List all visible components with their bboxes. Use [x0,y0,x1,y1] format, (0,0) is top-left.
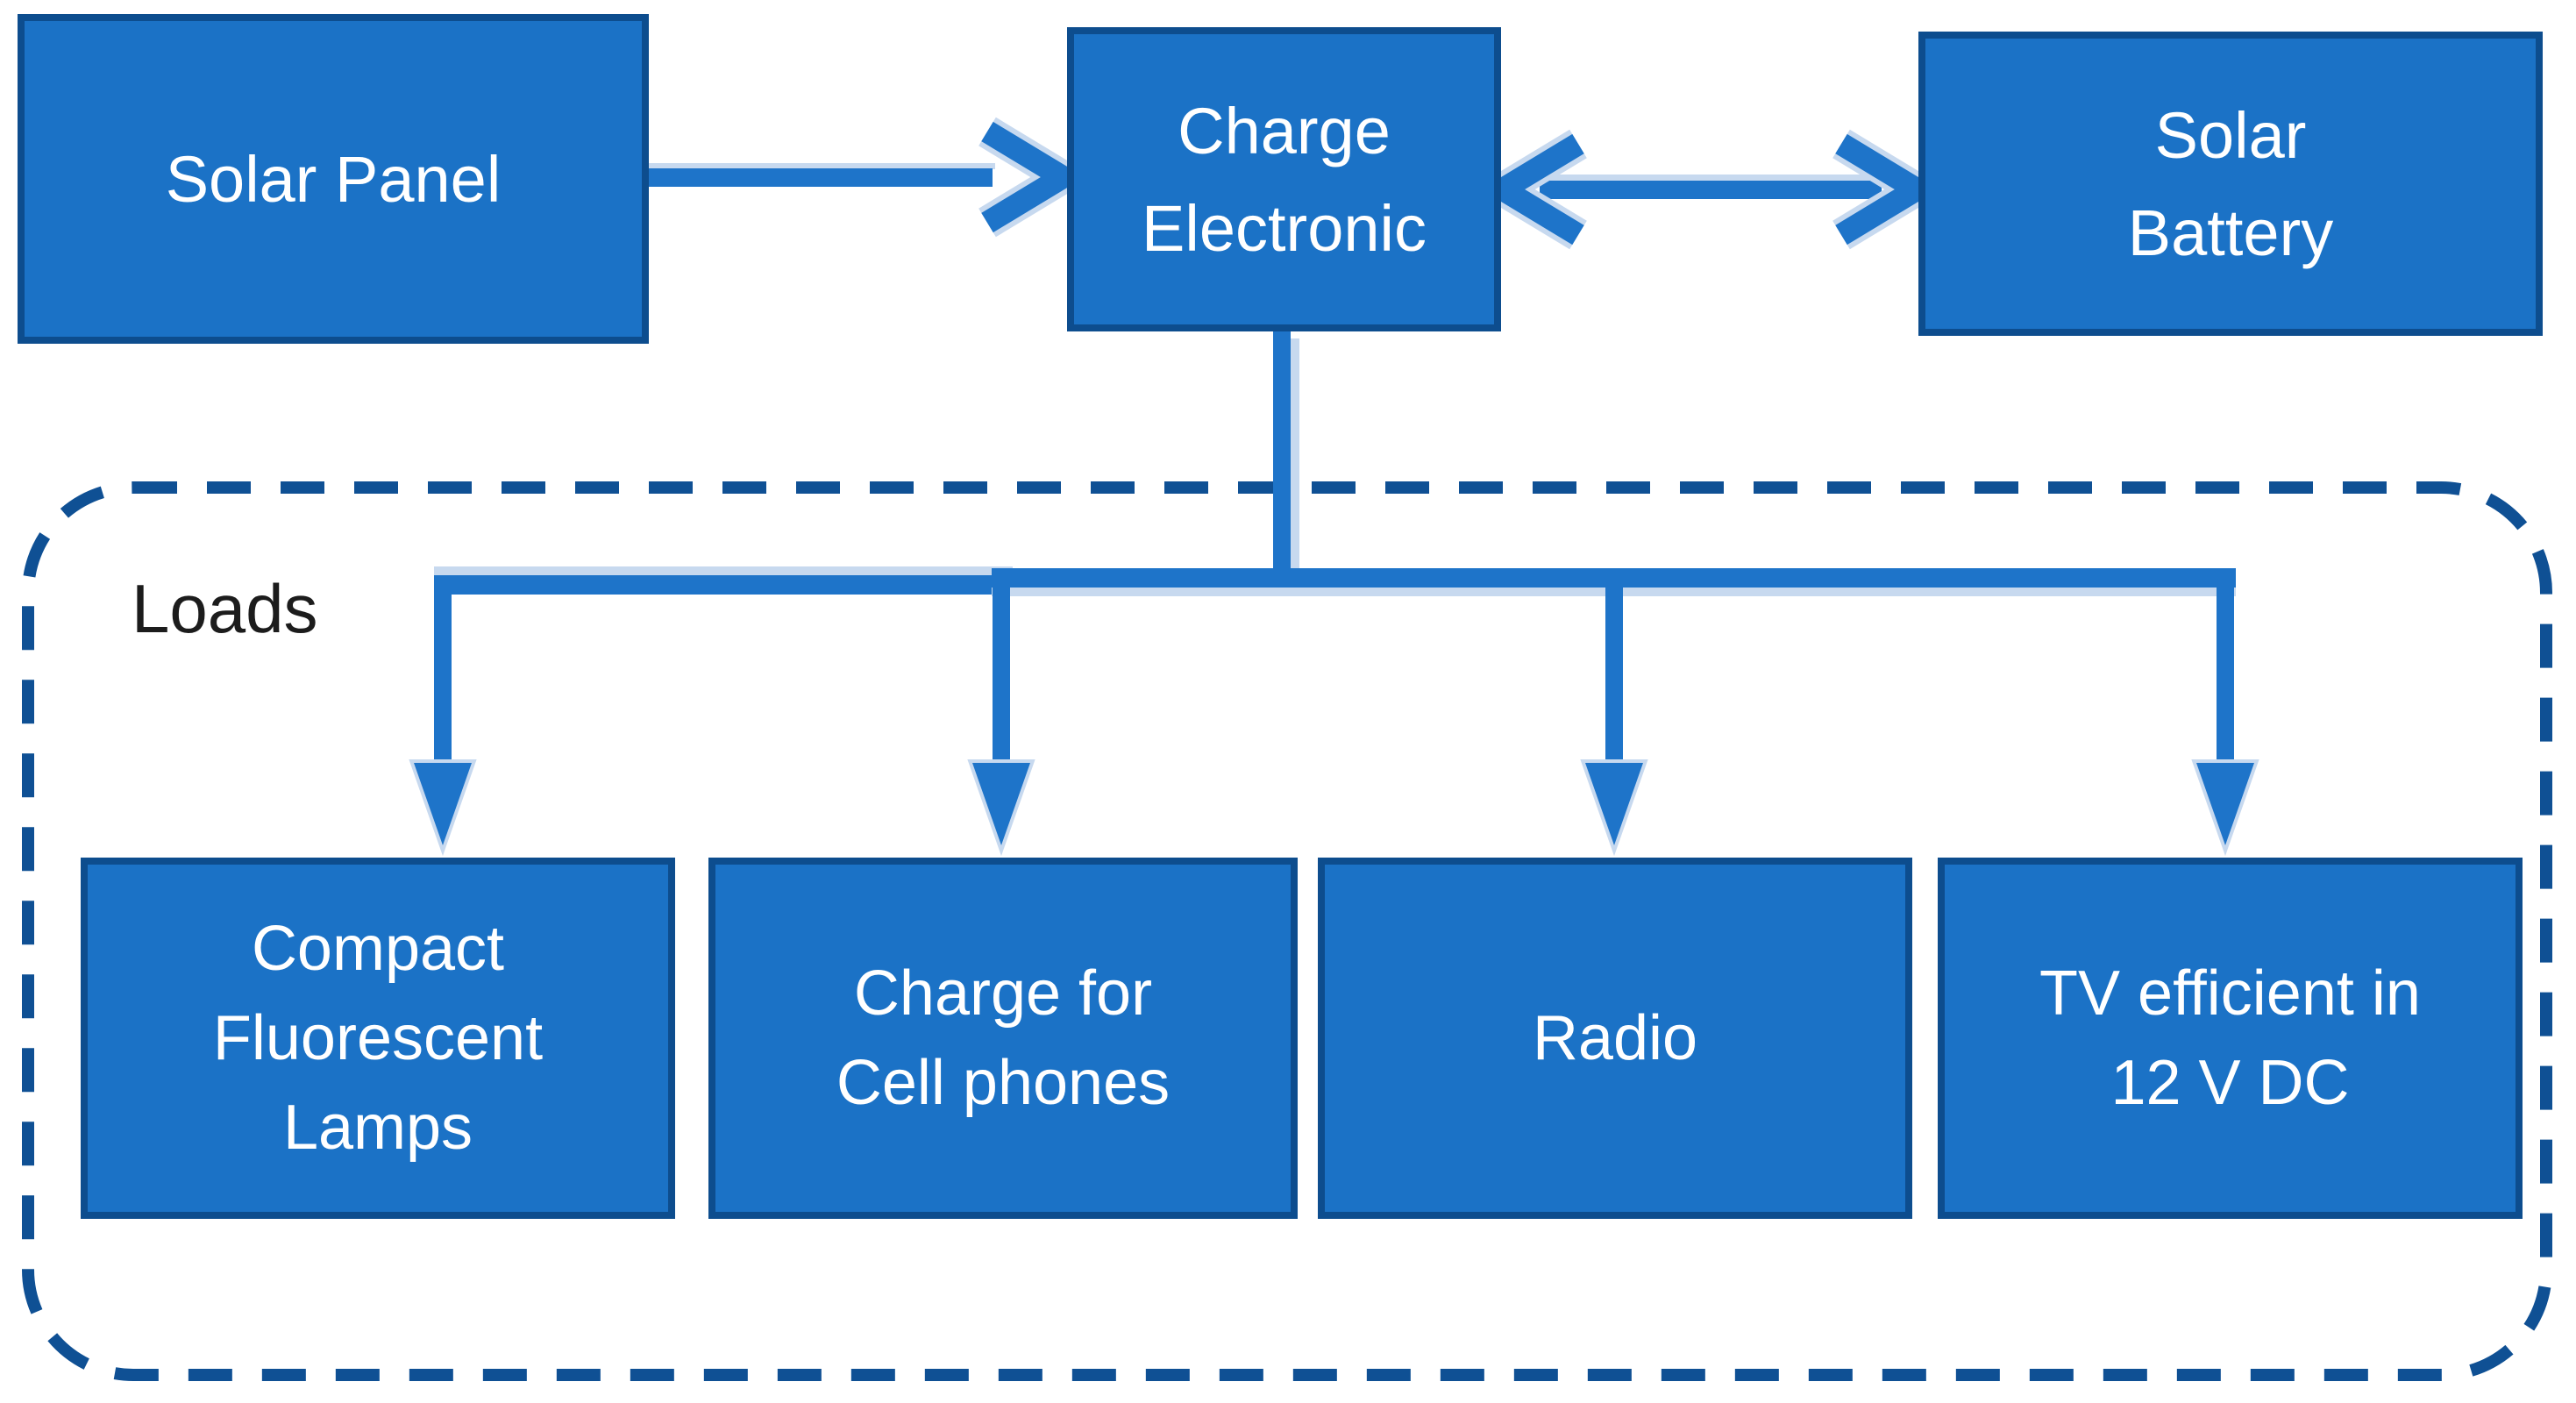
arrow-right-icon [1835,133,1939,246]
arrow-bus-to-cell-phones [967,588,1035,857]
arrow-bus-to-tv [2191,588,2259,857]
arrow-solar-panel-to-charge-electronic [649,117,1095,238]
arrow-down-icon [2191,759,2259,857]
arrow-down-icon [409,759,477,857]
arrow-down-icon [967,759,1035,857]
node-solar-panel: Solar Panel [18,14,649,344]
node-solar-battery: Solar Battery [1918,32,2543,336]
node-compact-fluorescent-lamps-label: Compact Fluorescent Lamps [212,913,544,1164]
loads-group-label: Loads [132,570,318,647]
node-tv-12vdc-label: TV efficient in 12 V DC [2039,958,2421,1118]
node-charge-for-cell-phones: Charge for Cell phones [708,858,1298,1219]
arrow-right-icon [981,121,1085,233]
node-compact-fluorescent-lamps: Compact Fluorescent Lamps [81,858,675,1219]
node-solar-battery-label: Solar Battery [2127,98,2334,269]
arrow-down-icon [1580,759,1648,857]
arrow-left-icon [1480,133,1584,246]
loads-group-border [22,481,2552,1381]
node-radio-label: Radio [1532,1002,1698,1073]
double-arrow-charge-electronic-solar-battery [1470,129,1949,250]
node-tv-12vdc: TV efficient in 12 V DC [1938,858,2523,1219]
node-charge-for-cell-phones-label: Charge for Cell phones [836,958,1171,1118]
arrow-bus-to-radio [1580,588,1648,857]
connector-charge-electronic-to-loads-bus [1273,331,1299,577]
node-solar-panel-label: Solar Panel [165,142,502,216]
loads-bus-line [434,566,2236,596]
arrow-bus-to-cfl [409,593,477,857]
node-charge-electronic-label: Charge Electronic [1142,94,1427,265]
node-charge-electronic: Charge Electronic [1067,27,1501,331]
node-radio: Radio [1318,858,1912,1219]
